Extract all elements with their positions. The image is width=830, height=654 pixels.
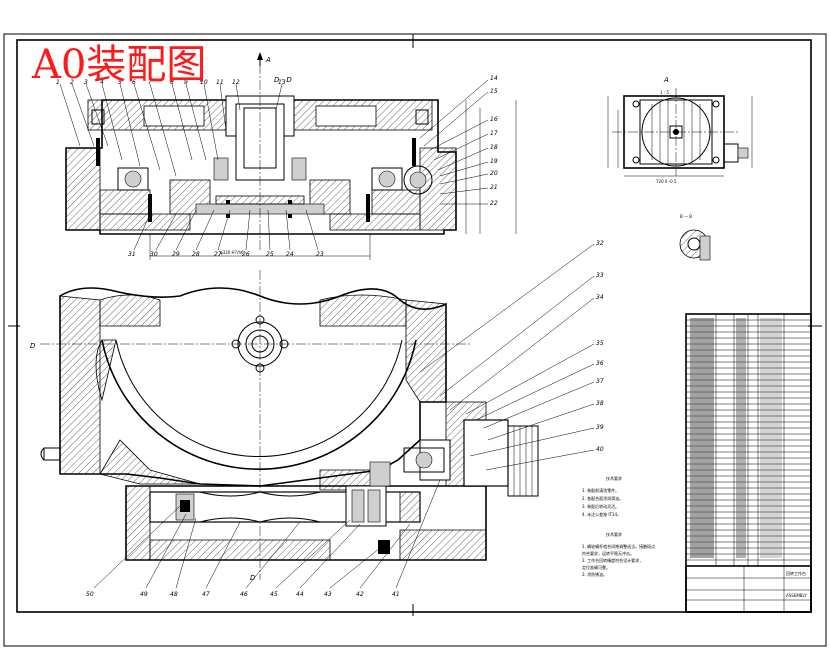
parts-list	[685, 313, 812, 613]
part-number: 9	[184, 79, 188, 86]
part-number: 5	[118, 79, 122, 86]
part-number: 39	[596, 424, 604, 431]
right-leaders	[419, 243, 595, 471]
part-number: 24	[286, 251, 294, 258]
section-view-dd: φ330 H7/h6 A D - D	[65, 52, 517, 260]
notes-line: 定位准确可靠。	[582, 564, 610, 570]
technical-notes: 技术要求 1. 装配前清洗零件。 2. 各配合面涂润滑油。 3. 装配后转动灵活…	[582, 475, 655, 577]
svg-text:φ330 H7/h6: φ330 H7/h6	[220, 250, 244, 255]
part-number: 12	[232, 79, 240, 86]
part-number: 37	[596, 378, 604, 385]
part-number: 38	[596, 400, 604, 407]
part-number: 44	[296, 591, 304, 598]
part-number: 47	[202, 591, 210, 598]
part-number: 17	[490, 130, 498, 137]
notes-line: 4. 未注公差按 IT14。	[582, 511, 621, 517]
notes-line: 3. 涂防锈油。	[582, 571, 607, 577]
notes-line: 1. 蜗轮蜗杆啮合间隙调整适当，接触斑点	[582, 543, 655, 549]
part-number: 18	[490, 144, 498, 151]
title-block: 回转工作台 ASSEMBLY	[685, 565, 812, 613]
view-a-scale: 1 : 5	[660, 90, 669, 95]
top-bottom-leaders	[133, 209, 319, 251]
bottom-leaders	[93, 479, 441, 589]
view-a-title: A	[663, 76, 669, 84]
part-number: 4	[100, 79, 104, 86]
part-number: 25	[266, 251, 274, 258]
part-number: 28	[192, 251, 200, 258]
part-number: 32	[596, 240, 604, 247]
part-number: 40	[596, 446, 604, 453]
part-number: 26	[242, 251, 250, 258]
part-number: 29	[172, 251, 180, 258]
part-number: 35	[596, 340, 604, 347]
notes-line: 1. 装配前清洗零件。	[582, 487, 619, 493]
part-number: 23	[316, 251, 324, 258]
part-number: 6	[132, 79, 136, 86]
section-dd-title: D - D	[274, 76, 292, 84]
part-number: 1	[56, 79, 60, 86]
part-number: 30	[150, 251, 158, 258]
notes-line: 符合要求，运转平稳无冲击。	[582, 550, 634, 556]
top-left-numbers: 1 2 3 4 5 6 7 8 9 10 11 12 13	[56, 79, 286, 86]
part-number: 20	[490, 170, 498, 177]
notes-line: 2. 工作台回转精度符合设计要求，	[582, 557, 643, 563]
outer-border	[3, 33, 827, 647]
view-a-arrow-label: A	[265, 56, 271, 64]
left-section-mark: D	[30, 342, 36, 350]
part-number: 46	[240, 591, 248, 598]
bottom-section-mark: D	[250, 574, 256, 582]
title-block-code: ASSEMBLY	[786, 593, 807, 598]
part-number: 14	[490, 75, 498, 82]
part-number: 49	[140, 591, 148, 598]
part-number: 48	[170, 591, 178, 598]
part-number: 43	[324, 591, 332, 598]
part-number: 34	[596, 294, 604, 301]
part-number: 3	[84, 79, 88, 86]
part-number: 33	[596, 272, 604, 279]
notes-title-2: 技术要求	[606, 531, 622, 537]
part-number: 16	[490, 116, 498, 123]
drawing-stamp: A0装配图	[31, 42, 206, 88]
part-number: 45	[270, 591, 278, 598]
top-right-leaders	[419, 79, 489, 205]
part-number: 11	[216, 79, 224, 86]
part-number: 10	[200, 79, 208, 86]
part-number: 2	[70, 79, 74, 86]
view-a: A 1 : 5 720 0 -0.5	[607, 76, 753, 184]
top-left-leaders	[59, 83, 283, 177]
part-number: 27	[214, 251, 222, 258]
top-bottom-numbers: 31 30 29 28 27 26 25 24 23	[128, 251, 324, 258]
part-number: 8	[170, 79, 174, 86]
notes-line: 3. 装配后转动灵活。	[582, 503, 619, 509]
part-number: 41	[392, 591, 400, 598]
top-right-numbers: 14 15 16 17 18 19 20 21 22	[490, 75, 498, 207]
detail-section: B — B	[679, 214, 711, 261]
part-number: 19	[490, 158, 498, 165]
svg-text:720 0 -0.5: 720 0 -0.5	[656, 179, 677, 184]
part-number: 13	[278, 79, 286, 86]
title-block-name: 回转工作台	[786, 570, 806, 576]
part-number: 31	[128, 251, 136, 258]
right-numbers: 32 33 34 35 36 37 38 39 40	[596, 240, 604, 453]
main-view: D D	[30, 270, 539, 582]
part-number: 21	[490, 184, 498, 191]
notes-title-1: 技术要求	[606, 475, 622, 481]
part-number: 7	[148, 79, 152, 86]
notes-line: 2. 各配合面涂润滑油。	[582, 495, 623, 501]
svg-text:B — B: B — B	[680, 214, 692, 219]
part-number: 50	[86, 591, 94, 598]
part-number: 42	[356, 591, 364, 598]
bottom-numbers: 50 49 48 47 46 45 44 43 42 41	[86, 591, 400, 598]
part-number: 22	[490, 200, 498, 207]
part-number: 36	[596, 360, 604, 367]
part-number: 15	[490, 88, 498, 95]
